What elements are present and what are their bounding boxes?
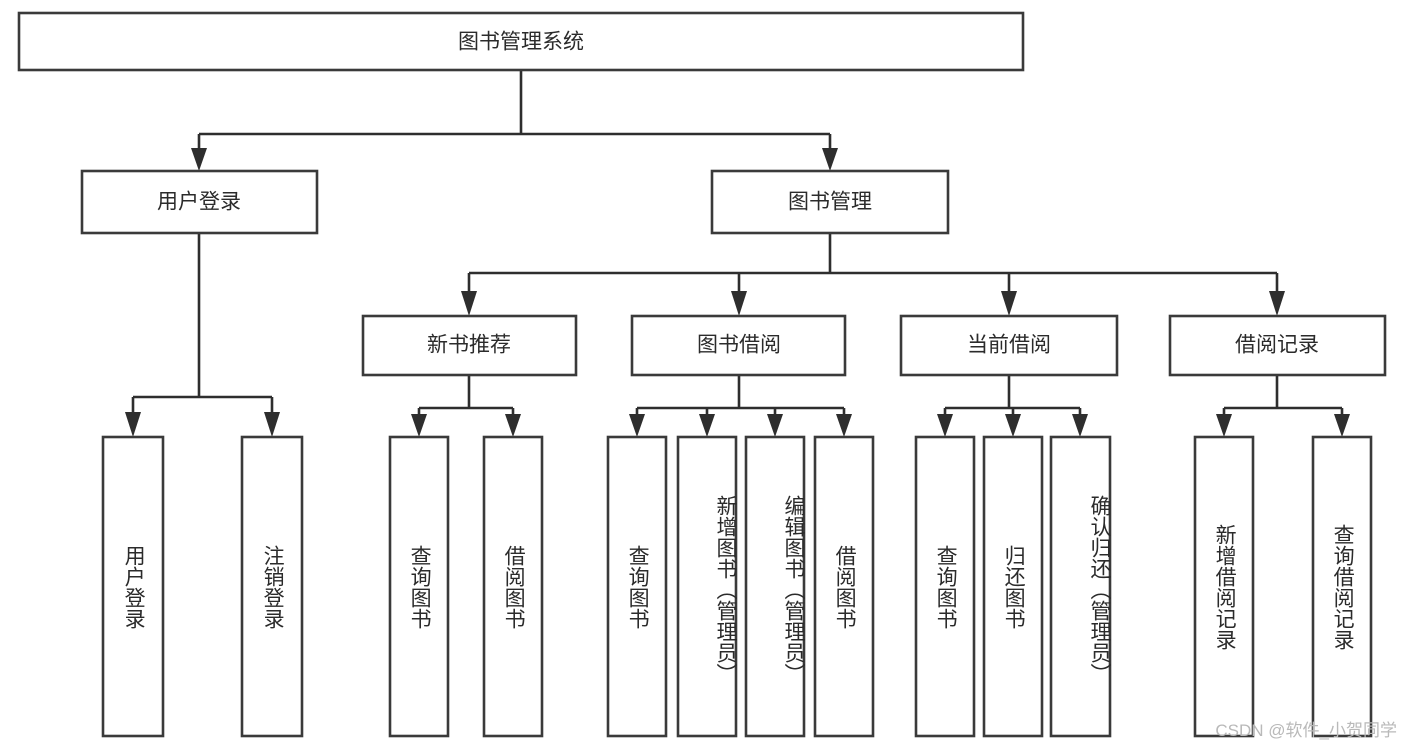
arrow-head-icon — [125, 412, 141, 437]
leaf-box-confirm-return-admin[interactable] — [1049, 435, 1112, 738]
node-box-rect[interactable] — [1168, 314, 1387, 377]
arrow-head-icon — [1072, 414, 1088, 437]
leaf-box-query-book-recommend[interactable] — [388, 435, 450, 738]
arrow-head-icon — [411, 414, 427, 437]
arrow-head-icon — [767, 414, 783, 437]
arrow-head-icon — [629, 414, 645, 437]
node-box-rect[interactable] — [80, 169, 319, 235]
node-box-rect[interactable] — [17, 11, 1025, 72]
connector-borrow-to-leaves — [629, 375, 852, 437]
leaf-box-edit-book-admin[interactable] — [744, 435, 806, 738]
connector-current-to-leaves — [937, 375, 1088, 437]
node-current-borrow[interactable]: 当前借阅 — [899, 314, 1119, 377]
node-label: 图书借阅 — [697, 334, 781, 357]
leaf-box-add-borrow-record[interactable] — [1193, 435, 1255, 738]
node-book-borrow[interactable]: 图书借阅 — [630, 314, 847, 377]
node-title[interactable]: 图书管理系统 — [17, 11, 1025, 72]
connector-record-to-leaves — [1216, 375, 1350, 437]
node-borrow-record[interactable]: 借阅记录 — [1168, 314, 1387, 377]
node-book-management[interactable]: 图书管理 — [710, 169, 950, 235]
watermark-text: CSDN @软件_小贺同学 — [1215, 721, 1397, 740]
arrow-head-icon — [505, 414, 521, 437]
node-label: 新书推荐 — [427, 334, 511, 357]
connector-recommend-to-leaves — [411, 375, 521, 437]
arrow-head-icon — [461, 291, 477, 316]
leaf-box-query-book-current[interactable] — [914, 435, 976, 738]
arrow-head-icon — [1005, 414, 1021, 437]
node-box-rect[interactable] — [710, 169, 950, 235]
arrow-head-icon — [731, 291, 747, 316]
leaf-box-query-borrow-record[interactable] — [1311, 435, 1373, 738]
node-label: 图书管理 — [788, 191, 872, 214]
leaf-box-borrow-book-recommend[interactable] — [482, 435, 544, 738]
node-new-book-recommend[interactable]: 新书推荐 — [361, 314, 578, 377]
leaf-box-query-book-borrow[interactable] — [606, 435, 668, 738]
connector-login-to-leaves — [125, 233, 280, 437]
node-box-rect[interactable] — [899, 314, 1119, 377]
node-label: 当前借阅 — [967, 334, 1051, 357]
leaf-box-user-logout[interactable] — [240, 435, 304, 738]
arrow-head-icon — [937, 414, 953, 437]
node-label: 用户登录 — [157, 191, 241, 214]
node-user-login[interactable]: 用户登录 — [80, 169, 319, 235]
arrow-head-icon — [822, 148, 838, 171]
leaf-box-return-book[interactable] — [982, 435, 1044, 738]
connector-root-to-level2 — [191, 70, 838, 171]
arrow-head-icon — [699, 414, 715, 437]
connector-bookmgmt-to-level3 — [461, 233, 1285, 316]
arrow-head-icon — [1216, 414, 1232, 437]
arrow-head-icon — [264, 412, 280, 437]
arrow-head-icon — [191, 148, 207, 171]
leaf-box-user-login[interactable] — [101, 435, 165, 738]
node-box-rect[interactable] — [630, 314, 847, 377]
node-box-rect[interactable] — [361, 314, 578, 377]
leaf-box-add-book-admin[interactable] — [676, 435, 738, 738]
leaf-box-borrow-book[interactable] — [813, 435, 875, 738]
node-label: 图书管理系统 — [458, 31, 584, 54]
arrow-head-icon — [836, 414, 852, 437]
arrow-head-icon — [1334, 414, 1350, 437]
node-label: 借阅记录 — [1235, 334, 1319, 357]
arrow-head-icon — [1001, 291, 1017, 316]
arrow-head-icon — [1269, 291, 1285, 316]
